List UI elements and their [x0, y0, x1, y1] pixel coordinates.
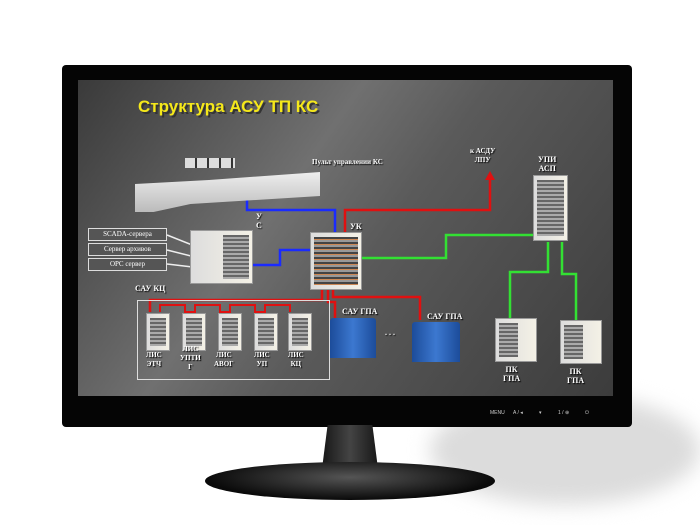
pk-gpa-cabinet	[495, 318, 537, 362]
kc-unit-line: ЛИС	[288, 351, 304, 359]
kc-unit-line: КЦ	[290, 360, 302, 368]
monitor-left-button[interactable]: A / ◂	[513, 410, 523, 416]
red-link-kc-chain	[159, 304, 291, 313]
kc-cabinet	[146, 313, 170, 351]
server-box-scada: SCADA-сервера	[88, 228, 167, 241]
green-link-pk2	[560, 242, 578, 322]
kc-cabinet	[254, 313, 278, 351]
uk-cabinet	[310, 232, 362, 290]
asdu-label-line: ЛПУ	[474, 156, 491, 164]
pk-gpa-line: ГПА	[567, 376, 585, 385]
sau-kc-label: САУ КЦ	[135, 284, 166, 293]
blue-link-servers	[253, 248, 310, 267]
kc-unit-line: АВОГ	[214, 360, 234, 368]
red-link-gpa1	[326, 290, 337, 320]
upi-label-line: АСП	[538, 164, 556, 173]
kc-unit-line: УПТИ	[180, 354, 201, 362]
power-icon[interactable]: ⏻	[585, 410, 589, 416]
us-label-line: У	[256, 212, 262, 221]
server-box-opc: OPC сервер	[88, 258, 167, 271]
kc-unit-line: ЛИС	[254, 351, 270, 359]
pk-gpa-cabinet	[560, 320, 602, 364]
asdu-label-line: к АСДУ	[470, 147, 496, 155]
sau-gpa-label: САУ ГПА	[342, 307, 378, 316]
red-link-gpa2	[331, 290, 422, 320]
green-link-pk1	[508, 242, 550, 320]
pk-gpa-line: ПК	[505, 365, 518, 374]
sau-gpa-unit	[412, 322, 460, 362]
page-title: Структура АСУ ТП КС	[138, 97, 319, 116]
kc-unit-line: Г	[188, 363, 193, 371]
kc-unit-line: ЭТЧ	[146, 360, 162, 368]
kc-unit-line: УП	[256, 360, 268, 368]
us-label-line: С	[256, 221, 262, 230]
upi-cabinet	[533, 175, 568, 241]
kc-cabinet	[218, 313, 242, 351]
pk-gpa-line: ГПА	[503, 374, 521, 383]
console-monitors	[185, 158, 235, 168]
uk-label: УК	[350, 222, 362, 231]
blue-link-console	[245, 195, 337, 232]
red-link-asdu	[343, 178, 492, 232]
green-link-upi	[362, 233, 533, 260]
pk-gpa-line: ПК	[569, 367, 582, 376]
kc-unit-line: ЛИС	[146, 351, 162, 359]
monitor-menu-button[interactable]: MENU	[490, 410, 505, 416]
kc-cabinet	[182, 313, 206, 351]
kc-cabinet	[288, 313, 312, 351]
server-cabinet	[190, 230, 253, 284]
server-box-archive: Сервер архивов	[88, 243, 167, 256]
arrow-up-icon	[485, 171, 495, 180]
kc-unit-line: ЛИС	[182, 345, 199, 353]
monitor-stand-base	[205, 462, 495, 500]
monitor-down-button[interactable]: ▾	[539, 410, 542, 416]
ellipsis: . . .	[385, 328, 395, 337]
kc-unit-line: ЛИС	[215, 351, 232, 359]
upi-label-line: УПИ	[538, 155, 557, 164]
monitor-input-button[interactable]: 1 / ⊕	[558, 410, 570, 416]
console-label: Пульт управлении КС	[312, 158, 383, 166]
sau-gpa-unit	[330, 318, 376, 358]
sau-gpa-label: САУ ГПА	[427, 312, 463, 321]
